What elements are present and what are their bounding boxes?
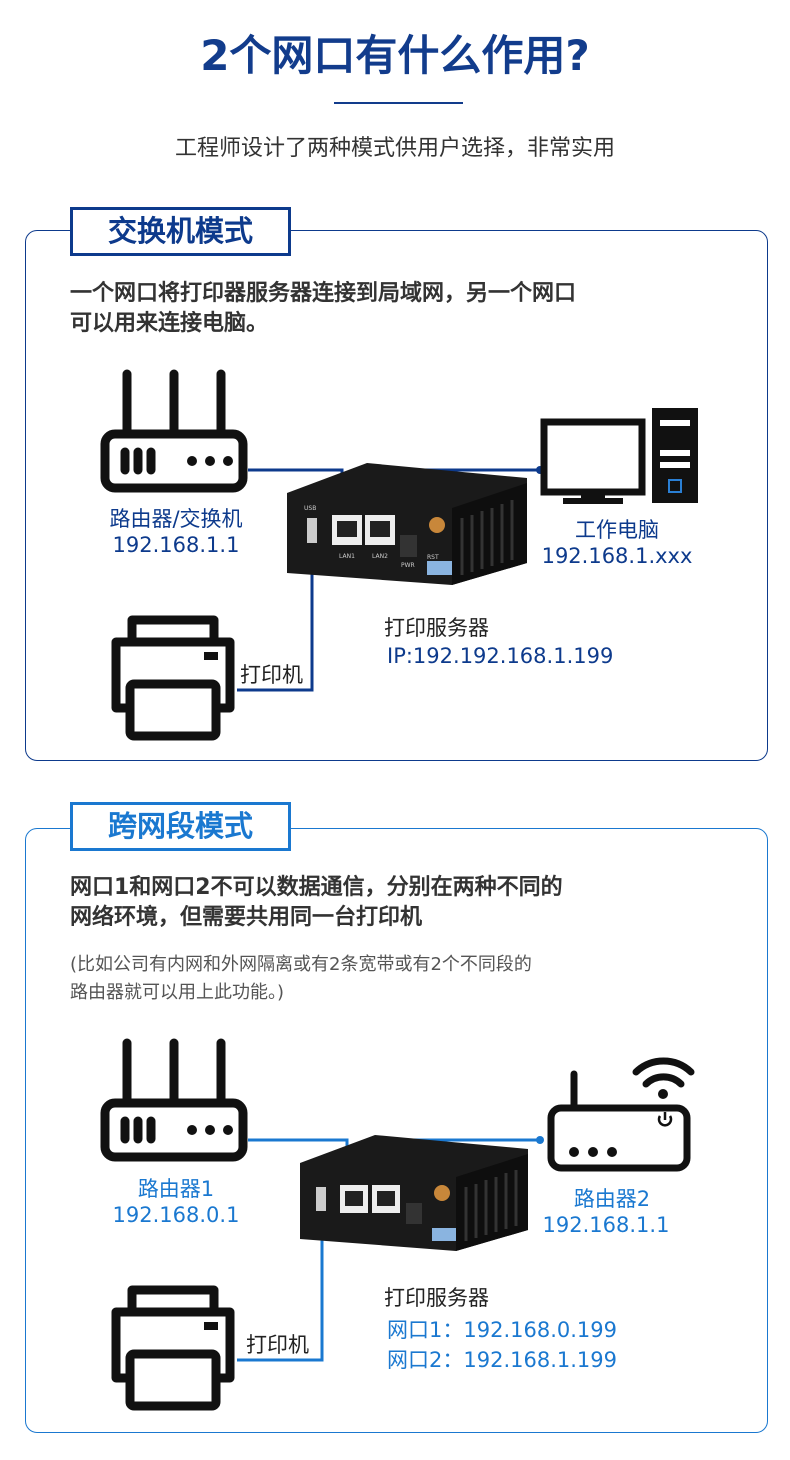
switch-mode-desc: 一个网口将打印器服务器连接到局域网，另一个网口 可以用来连接电脑。 — [70, 279, 576, 339]
router1-label: 路由器1 — [137, 1177, 215, 1201]
pc-ip: 192.168.1.xxx — [541, 544, 693, 568]
router-icon — [100, 1038, 248, 1162]
pwr-label: PWR — [401, 562, 415, 569]
desc-line: 网络环境，但需要共用同一台打印机 — [70, 905, 423, 930]
cross-mode-note: (比如公司有内网和外网隔离或有2条宽带或有2个不同段的 路由器就可以用上此功能。… — [70, 951, 532, 1007]
page-subtitle: 工程师设计了两种模式供用户选择，非常实用 — [174, 136, 615, 161]
desc-line: 网口1和网口2不可以数据通信，分别在两种不同的 — [70, 875, 563, 900]
router-icon — [100, 369, 248, 493]
router2-ip: 192.168.1.1 — [542, 1213, 670, 1237]
switch-mode-title: 交换机模式 — [70, 207, 291, 256]
switch-mode-panel — [25, 230, 768, 761]
server-port1-ip: 网口1：192.168.0.199 — [387, 1318, 617, 1342]
router-label: 路由器/交换机 — [109, 507, 243, 531]
printer-label: 打印机 — [246, 1333, 309, 1357]
server-label: 打印服务器 — [384, 1286, 489, 1310]
wifi-router-icon — [547, 1057, 695, 1172]
pc-label: 工作电脑 — [575, 518, 659, 542]
note-line: 路由器就可以用上此功能。) — [70, 982, 285, 1003]
router1-ip: 192.168.0.1 — [112, 1203, 240, 1227]
printer-label: 打印机 — [240, 663, 303, 687]
printer-icon — [111, 1285, 235, 1411]
server-port2-ip: 网口2：192.168.1.199 — [387, 1348, 617, 1372]
computer-icon — [540, 408, 698, 504]
router-ip: 192.168.1.1 — [112, 533, 240, 557]
lan1-label: LAN1 — [339, 553, 355, 560]
print-server-device — [300, 1135, 528, 1251]
desc-line: 可以用来连接电脑。 — [70, 311, 269, 336]
note-line: (比如公司有内网和外网隔离或有2条宽带或有2个不同段的 — [70, 954, 532, 975]
cross-mode-panel — [25, 828, 768, 1433]
printer-icon — [111, 615, 235, 741]
rst-label: RST — [427, 554, 439, 561]
cross-mode-desc: 网口1和网口2不可以数据通信，分别在两种不同的 网络环境，但需要共用同一台打印机 — [70, 873, 563, 933]
server-ip: IP:192.192.168.1.199 — [387, 644, 614, 668]
desc-line: 一个网口将打印器服务器连接到局域网，另一个网口 — [70, 281, 577, 306]
usb-label: USB — [304, 505, 316, 512]
server-label: 打印服务器 — [384, 616, 489, 640]
lan2-label: LAN2 — [372, 553, 388, 560]
page-title: 2个网口有什么作用? — [200, 31, 590, 80]
print-server-device: USB LAN1 LAN2 PWR RST — [287, 463, 527, 585]
divider — [334, 102, 463, 104]
cross-mode-title: 跨网段模式 — [70, 802, 291, 851]
router2-label: 路由器2 — [573, 1187, 651, 1211]
